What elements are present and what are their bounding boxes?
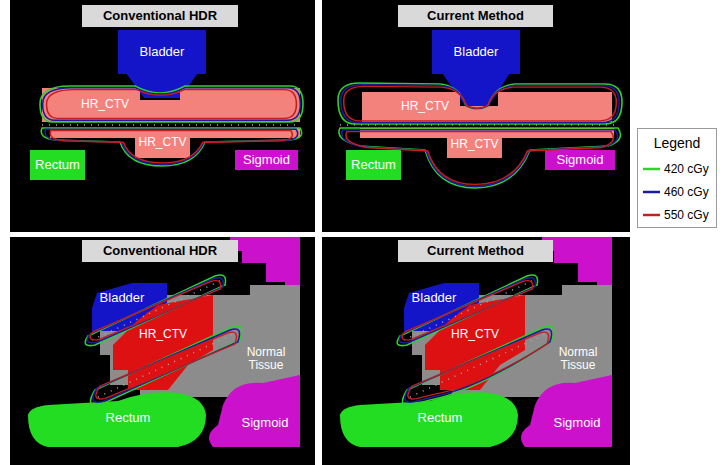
legend-line (643, 190, 660, 193)
panel-title: Conventional HDR (82, 240, 238, 262)
legend-title: Legend (638, 135, 716, 151)
sigmoid-region: Sigmoid (515, 375, 615, 447)
applicator-line (98, 333, 236, 397)
applicator-line (92, 281, 220, 340)
bladder-region: Bladder (118, 30, 206, 74)
legend-swatch (643, 210, 660, 220)
legend-swatch (643, 164, 660, 174)
panel-title-text: Current Method (427, 244, 524, 258)
applicator-line (42, 124, 300, 126)
panel-ground (10, 237, 315, 465)
region-label: Normal Tissue (240, 346, 292, 372)
region-label: Sigmoid (554, 416, 601, 430)
region-label: Rectum (35, 158, 80, 172)
bladder-region: Bladder (432, 30, 520, 74)
legend-line (643, 167, 660, 170)
region-label: Sigmoid (557, 153, 604, 167)
applicator-line (404, 281, 532, 340)
panel-ground (322, 0, 630, 232)
legend-line (643, 213, 660, 216)
region-label: Sigmoid (243, 153, 290, 167)
region-label: HR_CTV (451, 328, 499, 341)
isodose-460 (87, 278, 223, 343)
region-label: Bladder (140, 45, 185, 59)
isodose-420 (40, 86, 303, 122)
region-label: Sigmoid (242, 416, 289, 430)
legend-box: Legend 420 cGy 460 cGy 550 cGy (637, 128, 717, 228)
isodose-460 (341, 85, 619, 123)
isodose-460 (342, 130, 618, 186)
region-fill (521, 375, 612, 447)
isodose-420 (338, 83, 622, 124)
isodose-460 (45, 129, 298, 164)
legend-text: 550 cGy (664, 208, 709, 222)
isodose-550 (346, 132, 614, 185)
legend-swatch (643, 187, 660, 197)
region-label: HR_CTV (450, 138, 498, 151)
region-outline (515, 375, 615, 447)
legend-row: 550 cGy (638, 203, 716, 226)
panel-ground (322, 237, 630, 465)
isodose-460 (93, 329, 240, 402)
region-label: HR_CTV (81, 98, 129, 111)
region-label: Rectum (351, 158, 396, 172)
isodose-420 (339, 128, 621, 188)
isodose-420 (85, 275, 225, 346)
region-fill (209, 375, 300, 447)
region-label: Rectum (106, 411, 151, 425)
isodose-550 (96, 332, 237, 399)
isodose-550 (50, 131, 292, 163)
region-fill (42, 88, 300, 122)
isodose-550 (47, 90, 297, 119)
panel-title-text: Conventional HDR (103, 244, 217, 258)
panel-title-text: Conventional HDR (103, 9, 217, 23)
region-outline (203, 375, 303, 447)
isodose-550 (90, 281, 221, 340)
panel-ground (10, 0, 315, 232)
legend-text: 460 cGy (664, 185, 709, 199)
isodose-550 (408, 332, 549, 399)
legend-row: 420 cGy (638, 157, 716, 180)
legend-row: 460 cGy (638, 180, 716, 203)
sigmoid-region: Sigmoid (235, 150, 298, 170)
sigmoid-region: Sigmoid (203, 375, 303, 447)
region-label: Normal Tissue (552, 346, 604, 372)
region-fill (28, 392, 206, 447)
region-label: HR_CTV (401, 100, 449, 113)
isodose-420 (41, 128, 301, 166)
region-label: Bladder (100, 291, 145, 305)
isodose-460 (43, 88, 301, 120)
sigmoid-region: Sigmoid (545, 150, 615, 170)
panel-title: Current Method (398, 5, 553, 27)
isodose-460 (405, 329, 552, 402)
region-label: HR_CTV (139, 328, 187, 341)
region-label: Bladder (412, 291, 457, 305)
panel-title: Conventional HDR (82, 5, 238, 27)
isodose-550 (344, 86, 617, 120)
rectum-region: Rectum (346, 150, 401, 180)
legend-text: 420 cGy (664, 162, 709, 176)
isodose-420 (91, 326, 242, 406)
isodose-420 (397, 275, 537, 346)
region-label: HR_CTV (138, 136, 186, 149)
region-label: Bladder (454, 45, 499, 59)
isodose-550 (402, 281, 533, 340)
panel-title: Current Method (398, 240, 553, 262)
isodose-460 (399, 278, 535, 343)
rectum-region: Rectum (30, 150, 85, 180)
panel-title-text: Current Method (427, 9, 524, 23)
isodose-420 (403, 326, 554, 406)
applicator-line (410, 333, 548, 397)
region-label: Rectum (418, 411, 463, 425)
